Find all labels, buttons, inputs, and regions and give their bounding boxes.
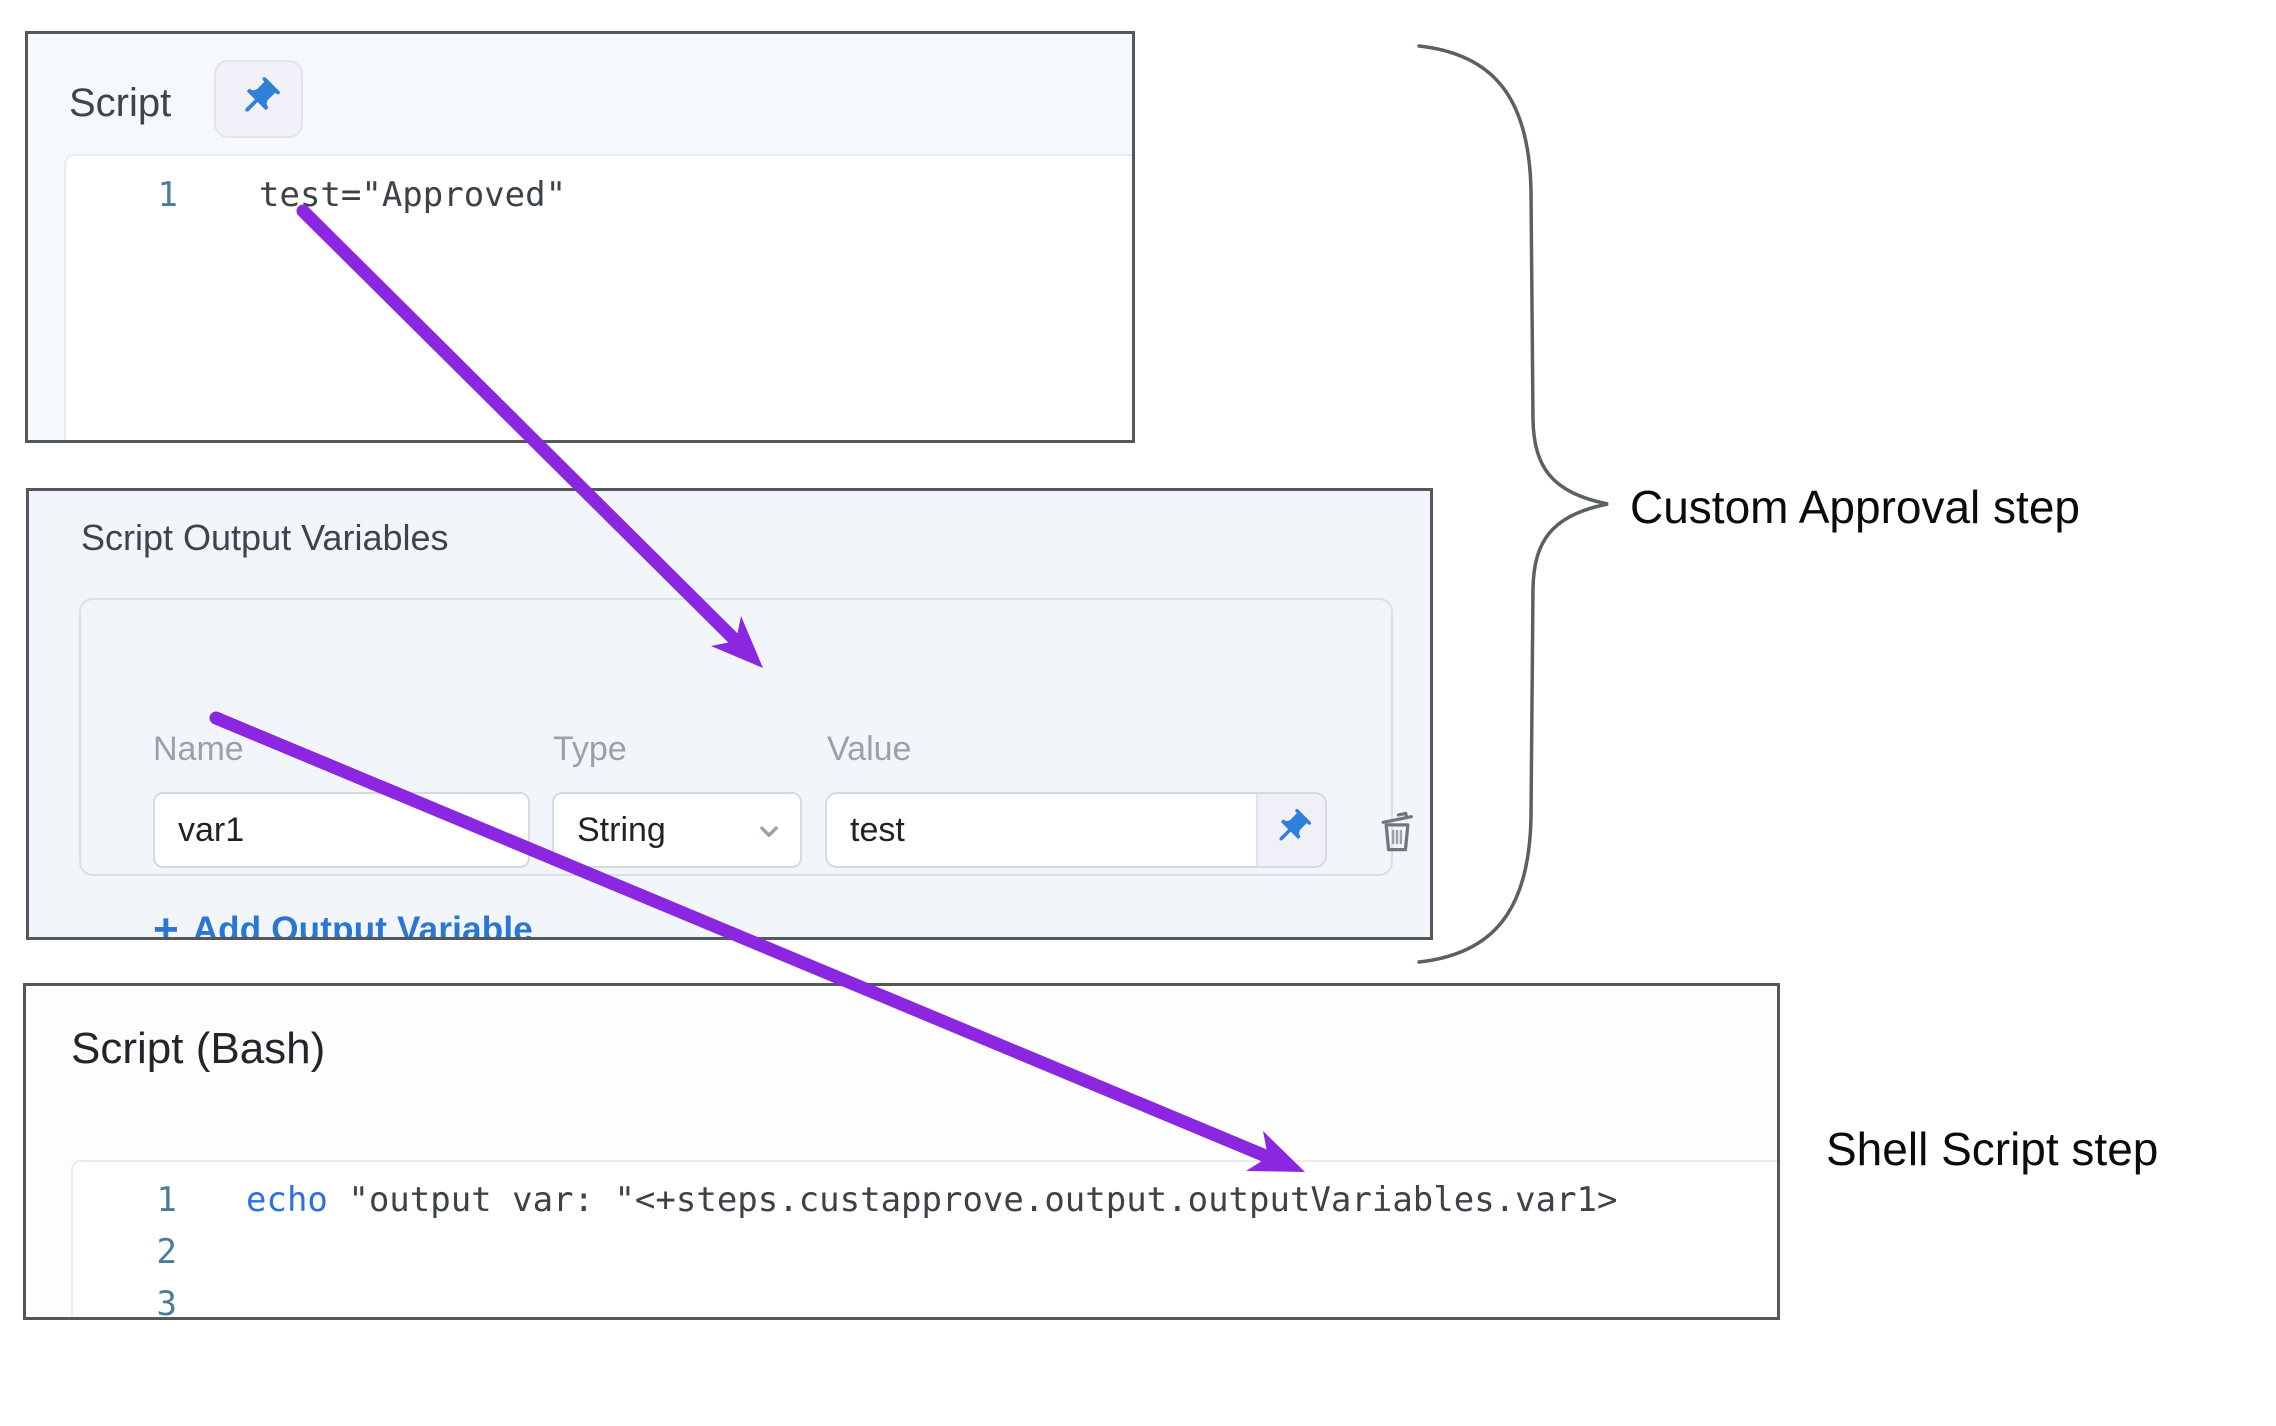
add-output-variable-label: Add Output Variable <box>192 910 533 940</box>
delete-variable-button[interactable] <box>1369 804 1425 860</box>
output-variables-title: Script Output Variables <box>81 517 449 558</box>
variable-type-select[interactable]: String <box>552 792 802 868</box>
add-output-variable-button[interactable]: + Add Output Variable <box>153 905 533 940</box>
chevron-down-icon <box>752 814 786 857</box>
code-line: 1 test="Approved" <box>66 173 1132 217</box>
value-pin-button[interactable] <box>1256 794 1325 866</box>
shell-script-step-label: Shell Script step <box>1826 1123 2159 1175</box>
variable-name-input[interactable] <box>153 792 530 868</box>
line-number: 1 <box>156 1180 177 1220</box>
variable-value-input[interactable] <box>827 794 1256 866</box>
pushpin-icon <box>1271 807 1313 854</box>
code-line: 1 echo "output var: "<+steps.custapprove… <box>73 1176 1777 1224</box>
line-number: 3 <box>156 1284 177 1320</box>
code-text: test="Approved" <box>259 175 567 215</box>
name-column-label: Name <box>153 730 244 768</box>
custom-approval-step-label: Custom Approval step <box>1630 481 2081 533</box>
shell-script-panel: Script (Bash) 1 echo "output var: "<+ste… <box>23 983 1780 1320</box>
keyword-text: echo <box>246 1180 328 1220</box>
code-text: echo "output var: "<+steps.custapprove.o… <box>246 1180 1617 1220</box>
output-variables-panel: Script Output Variables Name Type Value … <box>26 488 1433 940</box>
pushpin-icon <box>236 75 282 124</box>
line-number: 1 <box>157 175 178 215</box>
curly-brace <box>1417 44 1609 964</box>
trash-icon <box>1371 805 1423 860</box>
runtime-input-pin-button[interactable] <box>214 60 303 138</box>
variable-value-field <box>825 792 1327 868</box>
approval-script-code-editor[interactable]: 1 test="Approved" <box>64 154 1132 440</box>
output-variables-group: Name Type Value String <box>79 598 1413 937</box>
type-column-label: Type <box>553 730 627 768</box>
value-column-label: Value <box>827 730 912 768</box>
script-panel-title: Script <box>69 81 172 125</box>
plus-icon: + <box>153 905 179 940</box>
line-number: 2 <box>156 1232 177 1272</box>
approval-script-panel: Script 1 test="Approved" <box>25 31 1135 443</box>
selected-type-text: String <box>577 810 666 849</box>
code-line: 2 <box>73 1228 1777 1276</box>
code-line: 3 <box>73 1280 1777 1320</box>
code-rest-text: "output var: "<+steps.custapprove.output… <box>327 1180 1618 1220</box>
shell-script-title: Script (Bash) <box>71 1024 326 1073</box>
bash-code-editor[interactable]: 1 echo "output var: "<+steps.custapprove… <box>71 1160 1777 1320</box>
